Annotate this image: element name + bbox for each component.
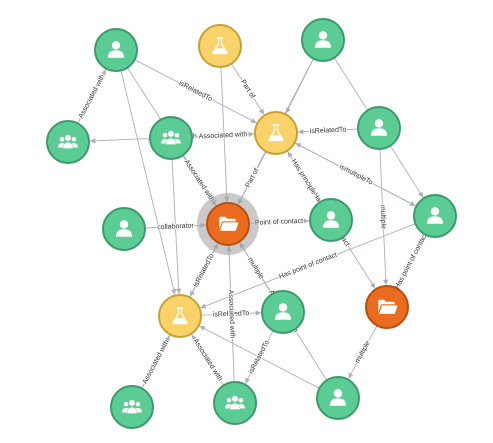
node-experiment-e2[interactable] (254, 111, 298, 155)
edge-p1-e3[interactable] (120, 70, 177, 295)
edge-label: multiple (246, 256, 265, 280)
node-circle[interactable] (301, 18, 345, 62)
node-circle[interactable] (102, 207, 146, 251)
edge-label: isRelatedTo (310, 126, 347, 135)
edge-label: Point of contact (255, 218, 304, 227)
edge-label: Has point of contact (278, 252, 338, 281)
edge-p8-e3[interactable] (199, 325, 320, 389)
node-circle[interactable] (213, 381, 257, 425)
edge-label: Associated with (199, 131, 248, 140)
edge-e1-e2[interactable] (230, 63, 265, 115)
edge-label: collaborator (157, 222, 195, 231)
edge-label: multiple (354, 340, 372, 365)
node-person-p1[interactable] (94, 28, 138, 72)
node-project-f2[interactable] (365, 285, 409, 329)
node-circle[interactable] (158, 294, 202, 338)
edge-label: Part of (245, 167, 261, 189)
nodes-layer[interactable] (46, 18, 457, 429)
node-group-g4[interactable] (213, 381, 257, 425)
edge-p5-e2[interactable] (287, 151, 321, 203)
node-circle[interactable] (261, 290, 305, 334)
edge-label: Associated with (183, 159, 216, 204)
edge-label: isRelatedTo (213, 310, 250, 318)
node-person-p5[interactable] (309, 198, 353, 242)
node-person-p2[interactable] (301, 18, 345, 62)
node-person-p7[interactable] (261, 290, 305, 334)
edge-g2-f1[interactable] (182, 155, 217, 206)
node-circle[interactable] (309, 198, 353, 242)
node-circle[interactable] (46, 120, 90, 164)
node-circle[interactable] (254, 111, 298, 155)
node-circle[interactable] (413, 194, 457, 238)
edge-p6-f2[interactable] (396, 234, 426, 288)
edge-label: Associated with (192, 338, 224, 383)
node-circle[interactable] (357, 106, 401, 150)
edge-g4-e3[interactable] (191, 334, 225, 386)
node-circle[interactable] (149, 116, 193, 160)
node-group-g2[interactable] (149, 116, 193, 160)
edge-g4-f1[interactable] (226, 245, 235, 383)
node-group-g1[interactable] (46, 120, 90, 164)
edge-label: multiple (343, 166, 368, 183)
node-person-p3[interactable] (357, 106, 401, 150)
node-person-p8[interactable] (316, 376, 360, 420)
node-circle[interactable] (198, 24, 242, 68)
edge-label: Has principle (290, 158, 318, 196)
node-person-p6[interactable] (413, 194, 457, 238)
node-experiment-e3[interactable] (158, 294, 202, 338)
node-circle[interactable] (110, 385, 154, 429)
edge-label: isRelatedTo (178, 80, 214, 103)
edge-p3-e2[interactable] (297, 128, 359, 135)
edge-e2-p6[interactable] (294, 142, 416, 207)
edge-e1-f1[interactable] (220, 66, 230, 203)
node-circle[interactable] (94, 28, 138, 72)
edge-p1-e2[interactable] (134, 59, 257, 124)
node-circle[interactable] (316, 376, 360, 420)
edge-p4-f1[interactable] (144, 222, 207, 229)
edge-p6-e3[interactable] (200, 223, 416, 309)
edge-label: Has point of contact (394, 232, 429, 290)
node-person-p4[interactable] (102, 207, 146, 251)
edge-f1-p5[interactable] (248, 218, 310, 224)
edge-label: isRelatedTo (193, 253, 216, 289)
node-group-g3[interactable] (110, 385, 154, 429)
node-experiment-e1[interactable] (198, 24, 242, 68)
edge-label: Associated with (78, 73, 107, 119)
edge-e2-f1[interactable] (237, 151, 267, 205)
edge-g1-p1[interactable] (77, 69, 107, 124)
edge-label: multiple (379, 205, 387, 230)
node-project-f1[interactable] (197, 193, 259, 255)
edge-label: Part of (239, 79, 256, 100)
edge-label: isRelatedTo (248, 339, 271, 375)
edge-f2-p8[interactable] (348, 325, 378, 379)
edge-label: Associated with (142, 339, 171, 385)
edge-label: Associated with (227, 290, 236, 339)
edge-p3-f2[interactable] (379, 148, 389, 286)
edge-e3-p7[interactable] (200, 310, 262, 316)
